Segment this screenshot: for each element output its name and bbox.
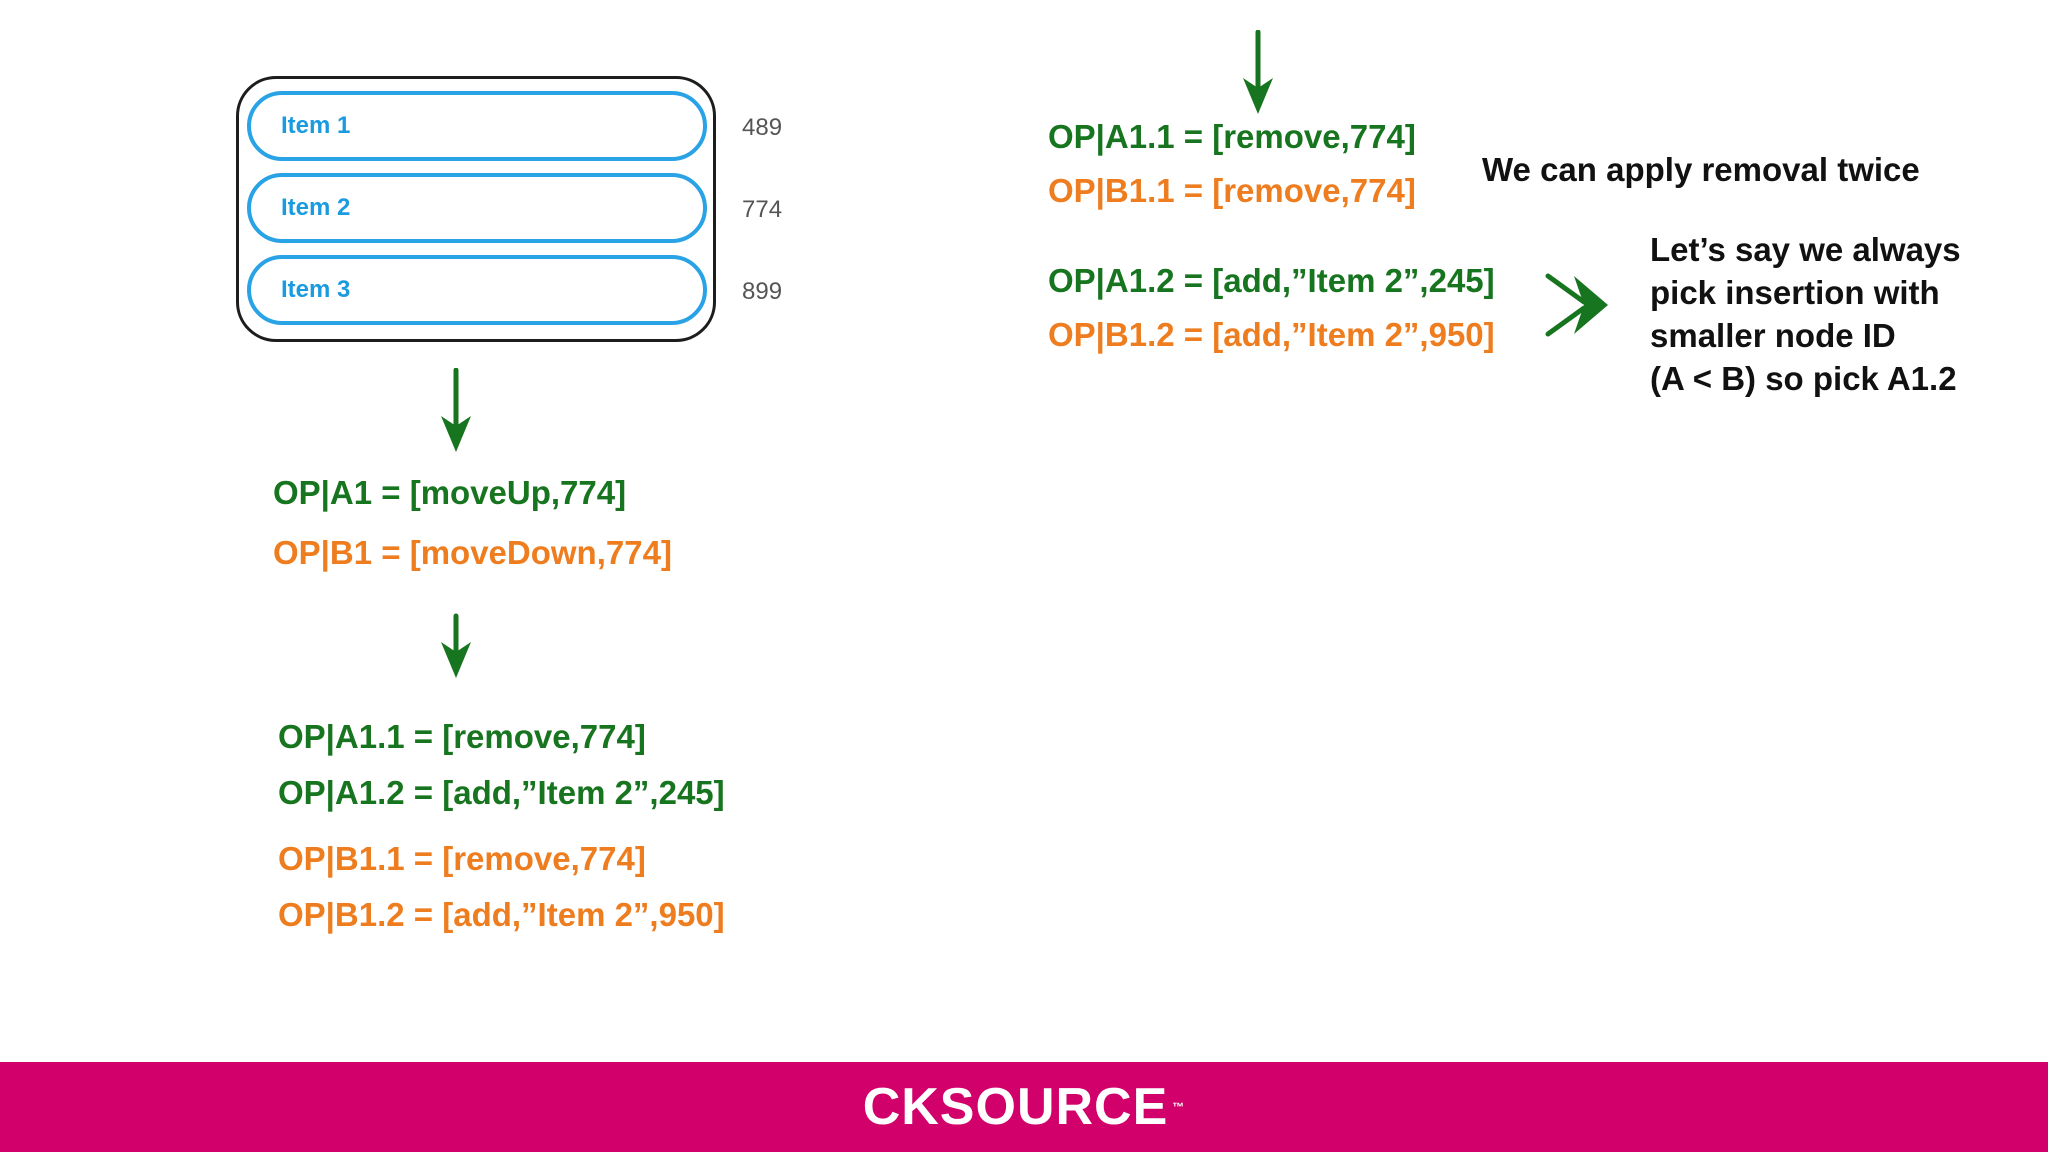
insertion-note: Let’s say we always pick insertion with … bbox=[1650, 228, 1961, 400]
op-b1: OP|B1 = [moveDown,774] bbox=[273, 534, 672, 571]
insertion-note-line: Let’s say we always bbox=[1650, 231, 1961, 268]
removal-note: We can apply removal twice bbox=[1482, 151, 1920, 188]
list-item-2: Item 2 bbox=[247, 173, 707, 243]
item-id-3: 899 bbox=[742, 278, 783, 305]
list-item-3: Item 3 bbox=[247, 255, 707, 325]
trademark: ™ bbox=[1172, 1100, 1186, 1114]
op-right-b1-2: OP|B1.2 = [add,”Item 2”,950] bbox=[1048, 316, 1495, 353]
merge-arrow-icon bbox=[1545, 273, 1608, 337]
insertion-note-line: (A < B) so pick A1.2 bbox=[1650, 360, 1957, 397]
brand-name: CKSOURCE bbox=[862, 1078, 1169, 1136]
item-id-2: 774 bbox=[742, 196, 783, 223]
down-arrow-icon bbox=[1243, 30, 1273, 114]
insertion-note-line: smaller node ID bbox=[1650, 317, 1896, 354]
op-right-a1-1: OP|A1.1 = [remove,774] bbox=[1048, 118, 1416, 155]
list-item-label: Item 2 bbox=[281, 194, 351, 221]
op-right-a1-2: OP|A1.2 = [add,”Item 2”,245] bbox=[1048, 262, 1495, 299]
op-b1-1: OP|B1.1 = [remove,774] bbox=[278, 840, 646, 877]
list-item-1: Item 1 bbox=[247, 91, 707, 161]
down-arrow-icon bbox=[441, 613, 471, 678]
item-id-1: 489 bbox=[742, 114, 783, 141]
op-a1: OP|A1 = [moveUp,774] bbox=[273, 474, 627, 511]
op-a1-2: OP|A1.2 = [add,”Item 2”,245] bbox=[278, 774, 725, 811]
insertion-note-line: pick insertion with bbox=[1650, 274, 1940, 311]
op-a1-1: OP|A1.1 = [remove,774] bbox=[278, 718, 646, 755]
op-right-b1-1: OP|B1.1 = [remove,774] bbox=[1048, 172, 1416, 209]
list-item-label: Item 3 bbox=[281, 276, 351, 303]
item-list-box: Item 1 Item 2 Item 3 bbox=[236, 76, 716, 342]
footer-bar bbox=[0, 1062, 2048, 1152]
list-item-label: Item 1 bbox=[281, 112, 351, 139]
down-arrow-icon bbox=[441, 368, 471, 452]
op-b1-2: OP|B1.2 = [add,”Item 2”,950] bbox=[278, 896, 725, 933]
